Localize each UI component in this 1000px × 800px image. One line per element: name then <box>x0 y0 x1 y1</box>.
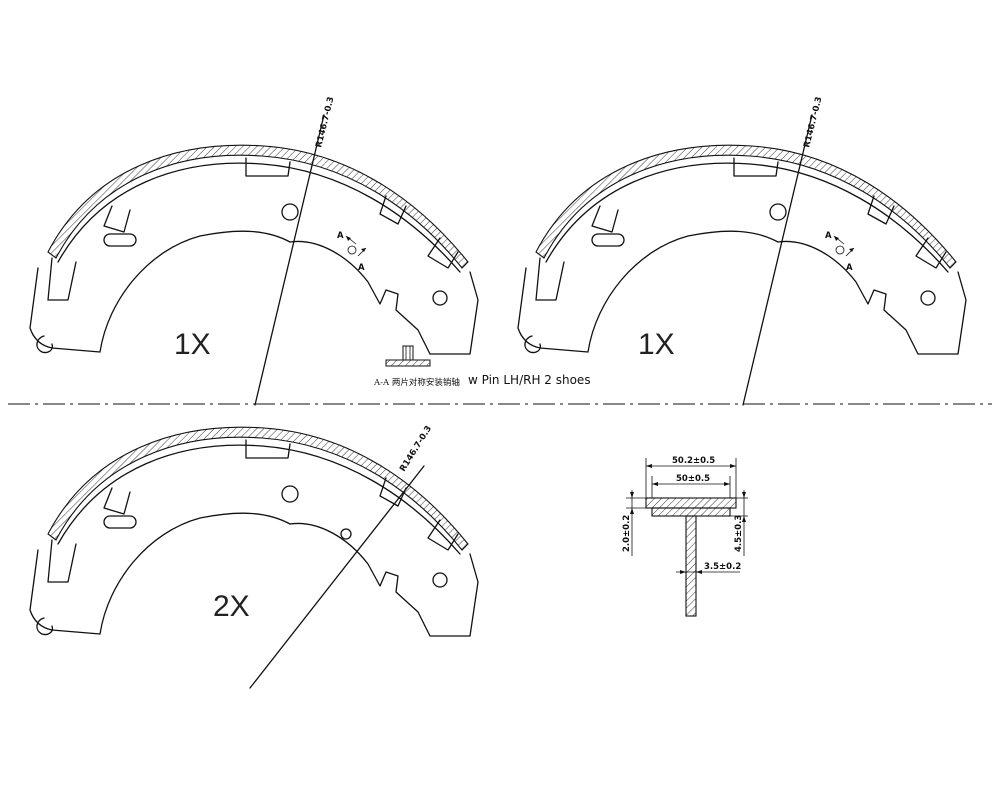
section-marker: A A <box>337 231 367 273</box>
dim-width-inner: 50±0.5 <box>676 474 710 484</box>
quantity-label: 2X <box>213 590 250 623</box>
dim-web-thickness: 3.5±0.2 <box>704 562 741 572</box>
quantity-label: 1X <box>174 328 211 361</box>
svg-text:A: A <box>825 231 832 241</box>
section-aa-detail: A-A 两片对称安装销轴 <box>373 345 460 388</box>
quantity-label: 1X <box>638 328 675 361</box>
dim-width-outer: 50.2±0.5 <box>672 456 715 466</box>
pin-hole <box>340 528 352 540</box>
brake-shoe-top-right: R146.7-0.3 1X A A <box>517 96 967 406</box>
radius-label: R146.7-0.3 <box>314 96 336 149</box>
radius-leader-line <box>254 114 325 406</box>
pin-note: w Pin LH/RH 2 shoes <box>468 373 591 387</box>
brake-shoe-bottom: R146.7-0.3 2X <box>29 424 479 689</box>
section-marker: A A <box>825 231 855 273</box>
dim-right-height: 4.5±0.3 <box>734 515 744 552</box>
svg-text:A: A <box>358 263 365 273</box>
radius-leader-line <box>249 465 425 689</box>
radius-label: R146.7-0.3 <box>398 424 434 473</box>
section-caption: A-A 两片对称安装销轴 <box>373 377 460 388</box>
dim-left-height: 2.0±0.2 <box>622 515 632 552</box>
cross-section-detail: 50.2±0.5 50±0.5 2.0±0.2 4.5±0.3 3.5±0.2 <box>622 456 748 617</box>
svg-text:A: A <box>846 263 853 273</box>
svg-text:A: A <box>337 231 344 241</box>
radius-leader-line <box>742 114 813 406</box>
radius-label: R146.7-0.3 <box>802 96 824 149</box>
